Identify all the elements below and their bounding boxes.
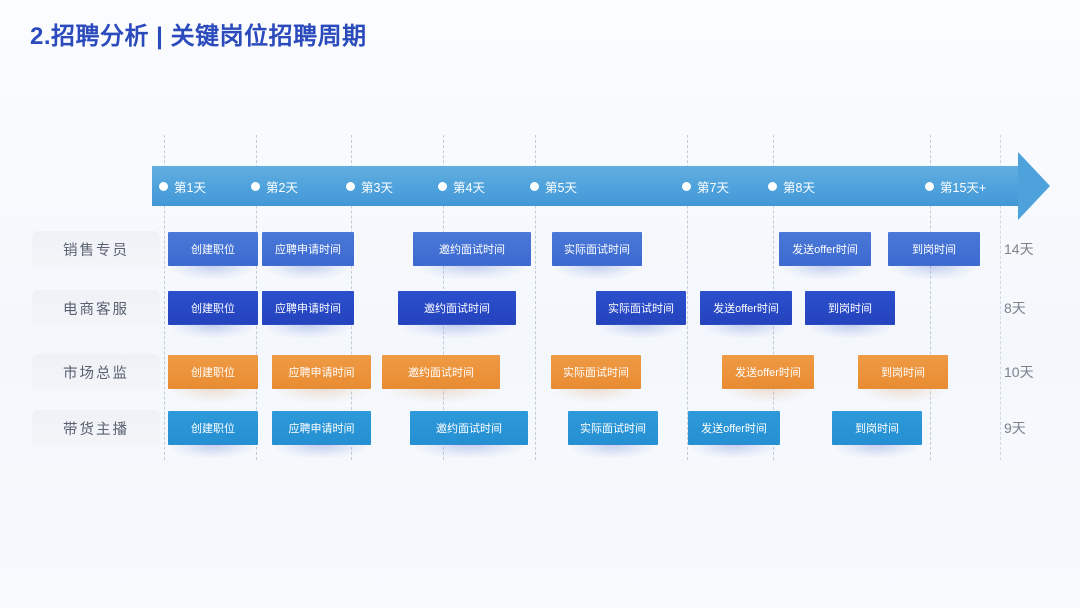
tick-dot-icon	[530, 181, 539, 191]
task-box-r2-s1[interactable]: 创建职位	[168, 291, 258, 338]
task-label: 创建职位	[191, 303, 235, 315]
task-label: 到岗时间	[828, 303, 872, 315]
timeline-tick-6: 第7天	[682, 166, 729, 206]
timeline-tick-8: 第15天+	[925, 166, 986, 206]
row-label-2[interactable]: 电商客服	[32, 290, 160, 326]
tick-label: 第7天	[697, 180, 729, 195]
task-box-r3-s2[interactable]: 应聘申请时间	[272, 355, 371, 402]
task-label: 到岗时间	[881, 367, 925, 379]
row-total-3: 10天	[1004, 364, 1034, 380]
timeline-arrow-icon	[1018, 152, 1050, 220]
tick-label: 第1天	[174, 180, 206, 195]
timeline-tick-7: 第8天	[768, 166, 815, 206]
page-title: 2.招聘分析 | 关键岗位招聘周期	[30, 23, 367, 50]
row-label-4[interactable]: 带货主播	[32, 410, 160, 446]
task-box-r1-s4[interactable]: 实际面试时间	[552, 232, 642, 279]
task-label: 到岗时间	[855, 423, 899, 435]
gridline-6	[687, 135, 688, 460]
task-label: 发送offer时间	[713, 303, 779, 315]
task-label: 创建职位	[191, 367, 235, 379]
task-box-r2-s3[interactable]: 邀约面试时间	[398, 291, 516, 338]
tick-label: 第4天	[453, 180, 485, 195]
tick-label: 第5天	[545, 180, 577, 195]
task-label: 应聘申请时间	[288, 367, 355, 379]
tick-dot-icon	[159, 181, 168, 191]
task-box-r4-s2[interactable]: 应聘申请时间	[272, 411, 371, 458]
gridline-1	[164, 135, 165, 460]
task-box-r4-s4[interactable]: 实际面试时间	[568, 411, 658, 458]
task-box-r3-s4[interactable]: 实际面试时间	[551, 355, 641, 402]
task-label: 邀约面试时间	[436, 423, 502, 435]
task-label: 创建职位	[191, 423, 235, 435]
row-label-3[interactable]: 市场总监	[32, 354, 160, 390]
tick-label: 第3天	[361, 180, 393, 195]
task-label: 实际面试时间	[608, 303, 674, 315]
tick-label: 第2天	[266, 180, 298, 195]
task-box-r2-s2[interactable]: 应聘申请时间	[262, 291, 354, 338]
tick-dot-icon	[251, 181, 260, 191]
task-label: 发送offer时间	[792, 244, 858, 256]
timeline-tick-1: 第1天	[159, 166, 206, 206]
task-box-r3-s1[interactable]: 创建职位	[168, 355, 258, 402]
task-box-r1-s2[interactable]: 应聘申请时间	[262, 232, 354, 279]
row-total-4: 9天	[1004, 420, 1026, 436]
tick-dot-icon	[925, 181, 934, 191]
task-box-r3-s3[interactable]: 邀约面试时间	[382, 355, 500, 402]
task-label: 应聘申请时间	[288, 423, 355, 435]
task-box-r1-s6[interactable]: 到岗时间	[888, 232, 980, 279]
task-label: 应聘申请时间	[275, 303, 341, 315]
task-label: 邀约面试时间	[439, 244, 505, 256]
task-box-r1-s1[interactable]: 创建职位	[168, 232, 258, 279]
task-label: 发送offer时间	[735, 367, 801, 379]
tick-dot-icon	[438, 181, 447, 191]
task-box-r2-s5[interactable]: 发送offer时间	[700, 291, 792, 338]
task-box-r3-s5[interactable]: 发送offer时间	[722, 355, 814, 402]
task-label: 实际面试时间	[564, 244, 630, 256]
task-label: 创建职位	[191, 244, 235, 256]
task-box-r2-s4[interactable]: 实际面试时间	[596, 291, 686, 338]
tick-label: 第15天+	[940, 180, 987, 195]
tick-label: 第8天	[783, 180, 815, 195]
task-label: 邀约面试时间	[408, 367, 474, 379]
task-box-r4-s5[interactable]: 发送offer时间	[688, 411, 780, 458]
task-box-r4-s3[interactable]: 邀约面试时间	[410, 411, 528, 458]
timeline-tick-4: 第4天	[438, 166, 485, 206]
row-total-1: 14天	[1004, 241, 1034, 257]
gridline-9	[1000, 135, 1001, 460]
tick-dot-icon	[768, 181, 777, 191]
tick-dot-icon	[682, 181, 691, 191]
task-box-r1-s3[interactable]: 邀约面试时间	[413, 232, 531, 279]
task-box-r1-s5[interactable]: 发送offer时间	[779, 232, 871, 279]
row-label-1[interactable]: 销售专员	[32, 231, 160, 267]
timeline-tick-2: 第2天	[251, 166, 298, 206]
task-box-r2-s6[interactable]: 到岗时间	[805, 291, 895, 338]
task-label: 应聘申请时间	[275, 244, 341, 256]
timeline-tick-3: 第3天	[346, 166, 393, 206]
task-label: 邀约面试时间	[424, 303, 490, 315]
task-box-r4-s6[interactable]: 到岗时间	[832, 411, 922, 458]
gridline-5	[535, 135, 536, 460]
timeline-tick-5: 第5天	[530, 166, 577, 206]
task-label: 发送offer时间	[701, 423, 767, 435]
task-label: 实际面试时间	[563, 367, 629, 379]
task-box-r4-s1[interactable]: 创建职位	[168, 411, 258, 458]
task-box-r3-s6[interactable]: 到岗时间	[858, 355, 948, 402]
task-label: 实际面试时间	[580, 423, 646, 435]
tick-dot-icon	[346, 181, 355, 191]
timeline-axis-bar	[152, 166, 1020, 206]
task-label: 到岗时间	[912, 244, 956, 256]
gridline-8	[930, 135, 931, 460]
row-total-2: 8天	[1004, 300, 1026, 316]
